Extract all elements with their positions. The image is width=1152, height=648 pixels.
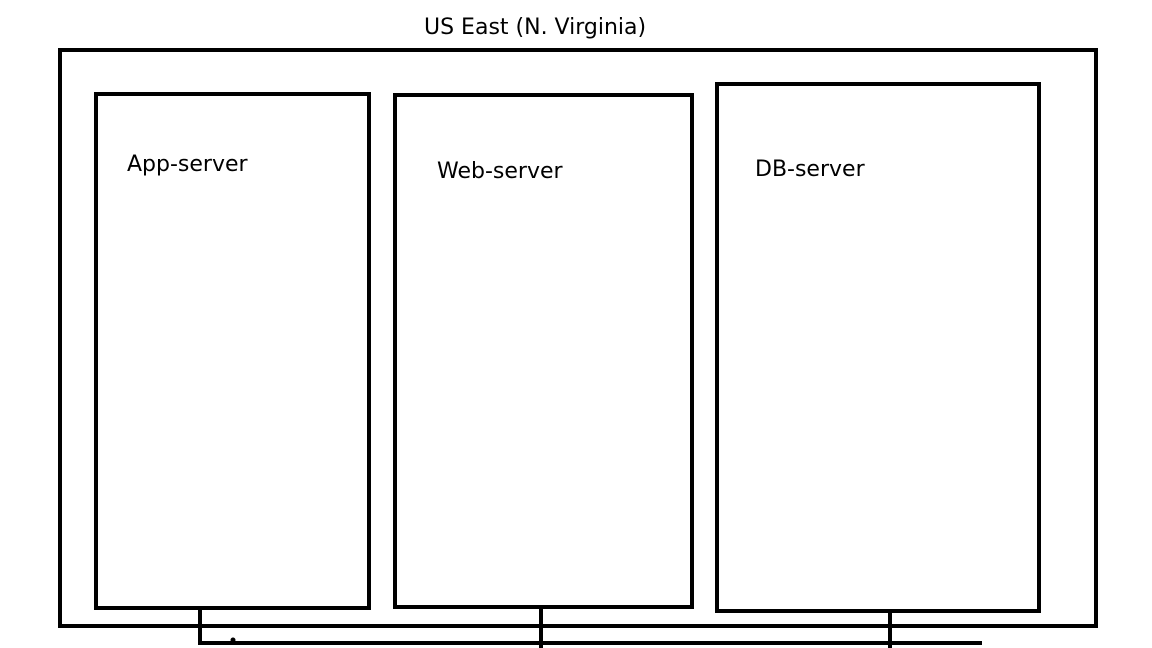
web-server-box [393, 93, 694, 609]
region-title: US East (N. Virginia) [424, 15, 647, 40]
app-server-label: App-server [127, 152, 248, 177]
region-box [58, 48, 1098, 628]
db-server-label: DB-server [755, 157, 865, 182]
web-server-label: Web-server [437, 159, 563, 184]
connection-dot [230, 637, 236, 643]
app-server-box [94, 92, 371, 610]
db-server-box [715, 82, 1041, 613]
